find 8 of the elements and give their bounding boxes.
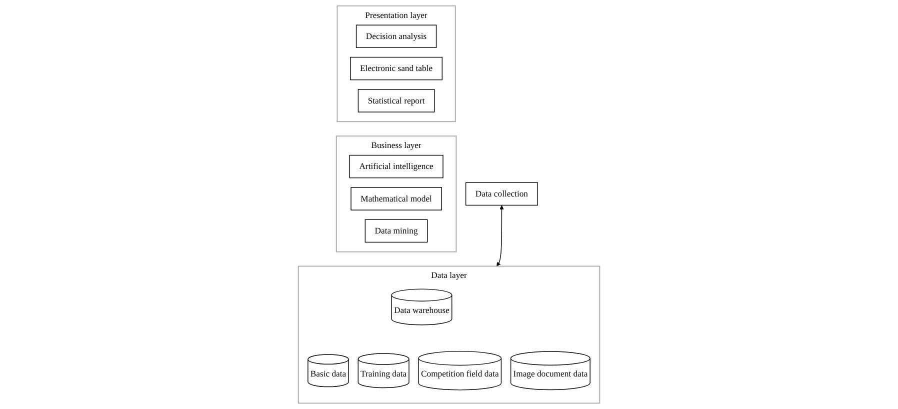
node-box: Decision analysis [356,24,437,48]
node-box: Artificial intelligence [349,154,444,178]
node-box: Statistical report [358,89,435,112]
node-box: Data collection [465,182,538,206]
node-box: Data mining [364,219,428,243]
node-box: Mathematical model [350,187,442,210]
node-box: Electronic sand table [350,56,442,80]
arrow [496,205,504,266]
